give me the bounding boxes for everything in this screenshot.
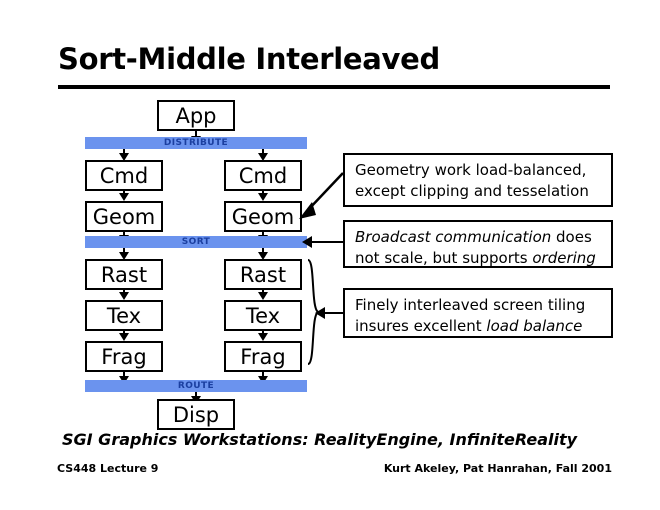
- arrow-rast-to-tex-left: [119, 290, 129, 300]
- callout-broadcast-communication[interactable]: Broadcast communication does not scale, …: [343, 220, 613, 268]
- node-cmd-left[interactable]: Cmd: [85, 160, 163, 191]
- stage-bar-distribute[interactable]: DISTRIBUTE: [85, 137, 307, 149]
- arrow-sort-to-rast-left: [119, 248, 129, 260]
- callout-broadcast-line1: Broadcast communication does: [355, 227, 603, 248]
- arrow-tex-to-frag-right: [258, 331, 268, 341]
- node-rast-left[interactable]: Rast: [85, 259, 163, 290]
- footer-course: CS448 Lecture 9: [57, 462, 159, 475]
- arrow-sort-to-rast-right: [258, 248, 268, 260]
- callout-tiling-emphasis: load balance: [486, 317, 583, 335]
- callout-tiling-line2: insures excellent load balance: [355, 316, 603, 337]
- slide-caption: SGI Graphics Workstations: RealityEngine…: [62, 430, 578, 449]
- callout-broadcast-emphasis2: ordering: [532, 249, 596, 267]
- node-cmd-right[interactable]: Cmd: [224, 160, 302, 191]
- node-frag-right[interactable]: Frag: [224, 341, 302, 372]
- node-tex-right[interactable]: Tex: [224, 300, 302, 331]
- node-geom-right[interactable]: Geom: [224, 201, 302, 232]
- title-divider: [58, 85, 610, 89]
- callout-tiling-arrow: [315, 307, 343, 319]
- stage-bar-route[interactable]: ROUTE: [85, 380, 307, 392]
- arrow-rast-to-tex-right: [258, 290, 268, 300]
- arrow-frag-to-route-right: [258, 372, 268, 384]
- arrow-distribute-to-cmd-right: [258, 149, 268, 161]
- stage-bar-sort-label: SORT: [181, 237, 211, 247]
- page-title: Sort-Middle Interleaved: [58, 42, 440, 76]
- node-app[interactable]: App: [157, 100, 235, 131]
- stage-bar-distribute-label: DISTRIBUTE: [163, 138, 229, 148]
- arrow-distribute-to-cmd-left: [119, 149, 129, 161]
- node-rast-right[interactable]: Rast: [224, 259, 302, 290]
- node-geom-left[interactable]: Geom: [85, 201, 163, 232]
- callout-tiling-line1: Finely interleaved screen tiling: [355, 296, 586, 314]
- callout-screen-tiling[interactable]: Finely interleaved screen tiling insures…: [343, 288, 613, 338]
- node-frag-left[interactable]: Frag: [85, 341, 163, 372]
- arrow-frag-to-route-left: [119, 372, 129, 384]
- callout-geometry-arrow: [299, 172, 344, 219]
- arrow-tex-to-frag-left: [119, 331, 129, 341]
- callout-broadcast-line2: not scale, but supports ordering: [355, 248, 603, 269]
- arrow-cmd-to-geom-right: [258, 191, 268, 201]
- callout-broadcast-emphasis1: Broadcast communication: [355, 228, 552, 246]
- callout-geometry-line2: except clipping and tesselation: [355, 182, 589, 200]
- callout-broadcast-line1-suffix: does: [551, 228, 592, 246]
- arrow-cmd-to-geom-left: [119, 191, 129, 201]
- node-tex-left[interactable]: Tex: [85, 300, 163, 331]
- node-disp[interactable]: Disp: [157, 399, 235, 430]
- callout-tiling-line2-prefix: insures excellent: [355, 317, 487, 335]
- callout-geometry-line1: Geometry work load-balanced,: [355, 161, 587, 179]
- footer-authors: Kurt Akeley, Pat Hanrahan, Fall 2001: [383, 462, 612, 475]
- callout-geometry-load-balance[interactable]: Geometry work load-balanced, except clip…: [343, 153, 613, 207]
- stage-bar-sort[interactable]: SORT: [85, 236, 307, 248]
- stage-bar-route-label: ROUTE: [177, 381, 215, 391]
- callout-broadcast-line2-prefix: not scale, but supports: [355, 249, 533, 267]
- callout-broadcast-arrow: [302, 236, 343, 248]
- arrow-route-to-disp: [191, 392, 201, 404]
